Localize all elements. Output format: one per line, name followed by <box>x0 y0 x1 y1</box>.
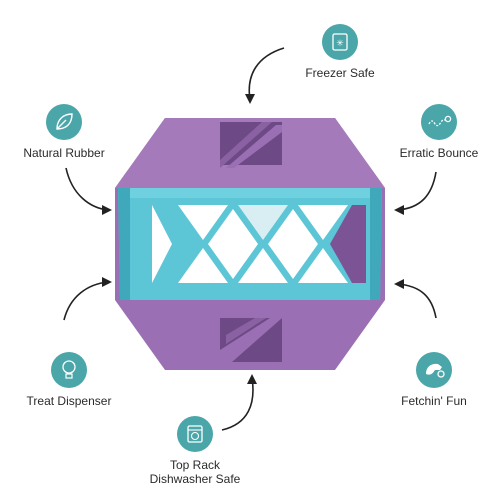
leaf-icon <box>46 104 82 140</box>
feature-label: Fetchin' Fun <box>401 394 467 408</box>
feature-label-line2: Dishwasher Safe <box>149 472 241 486</box>
feature-label-line1: Top Rack <box>169 458 221 472</box>
feature-label: Freezer Safe <box>305 66 375 80</box>
feature-fetchin-fun: Fetchin' Fun <box>384 352 484 408</box>
svg-text:✳: ✳ <box>336 39 344 49</box>
toy-top-cutout-bar2 <box>220 122 272 168</box>
feature-label: Erratic Bounce <box>399 146 479 160</box>
arrow-fetch <box>397 283 437 319</box>
freezer-icon: ✳ <box>322 24 358 60</box>
arrowheads <box>102 94 404 384</box>
toy-bottom-cutout-bar2 <box>226 318 266 344</box>
arrow-freezer <box>248 47 285 101</box>
feature-label: Natural Rubber <box>23 146 105 160</box>
feature-erratic-bounce: Erratic Bounce <box>384 104 494 160</box>
dog-icon <box>416 352 452 388</box>
lightbulb-icon <box>51 352 87 388</box>
feature-dishwasher-safe: Top Rack Dishwasher Safe <box>140 416 250 486</box>
dishwasher-icon <box>177 416 213 452</box>
feature-label: Treat Dispenser <box>26 394 112 408</box>
feature-treat-dispenser: Treat Dispenser <box>14 352 124 408</box>
feature-freezer-safe: ✳ Freezer Safe <box>280 24 400 80</box>
arrow-treat <box>63 281 109 321</box>
toy-blue-band-shade <box>118 188 382 198</box>
arrow-natural <box>65 167 109 211</box>
toy-blue-band-edge-right <box>370 188 382 300</box>
toy-blue-band-edge <box>118 188 130 300</box>
feature-natural-rubber: Natural Rubber <box>14 104 114 160</box>
arrow-erratic <box>397 171 437 211</box>
toy-bottom-cutout-bar <box>220 318 282 362</box>
toy-top-cutout-bar <box>226 125 282 168</box>
toy-band-cutouts <box>152 205 366 283</box>
bounce-icon <box>421 104 457 140</box>
arrow-dishwasher <box>221 377 254 431</box>
